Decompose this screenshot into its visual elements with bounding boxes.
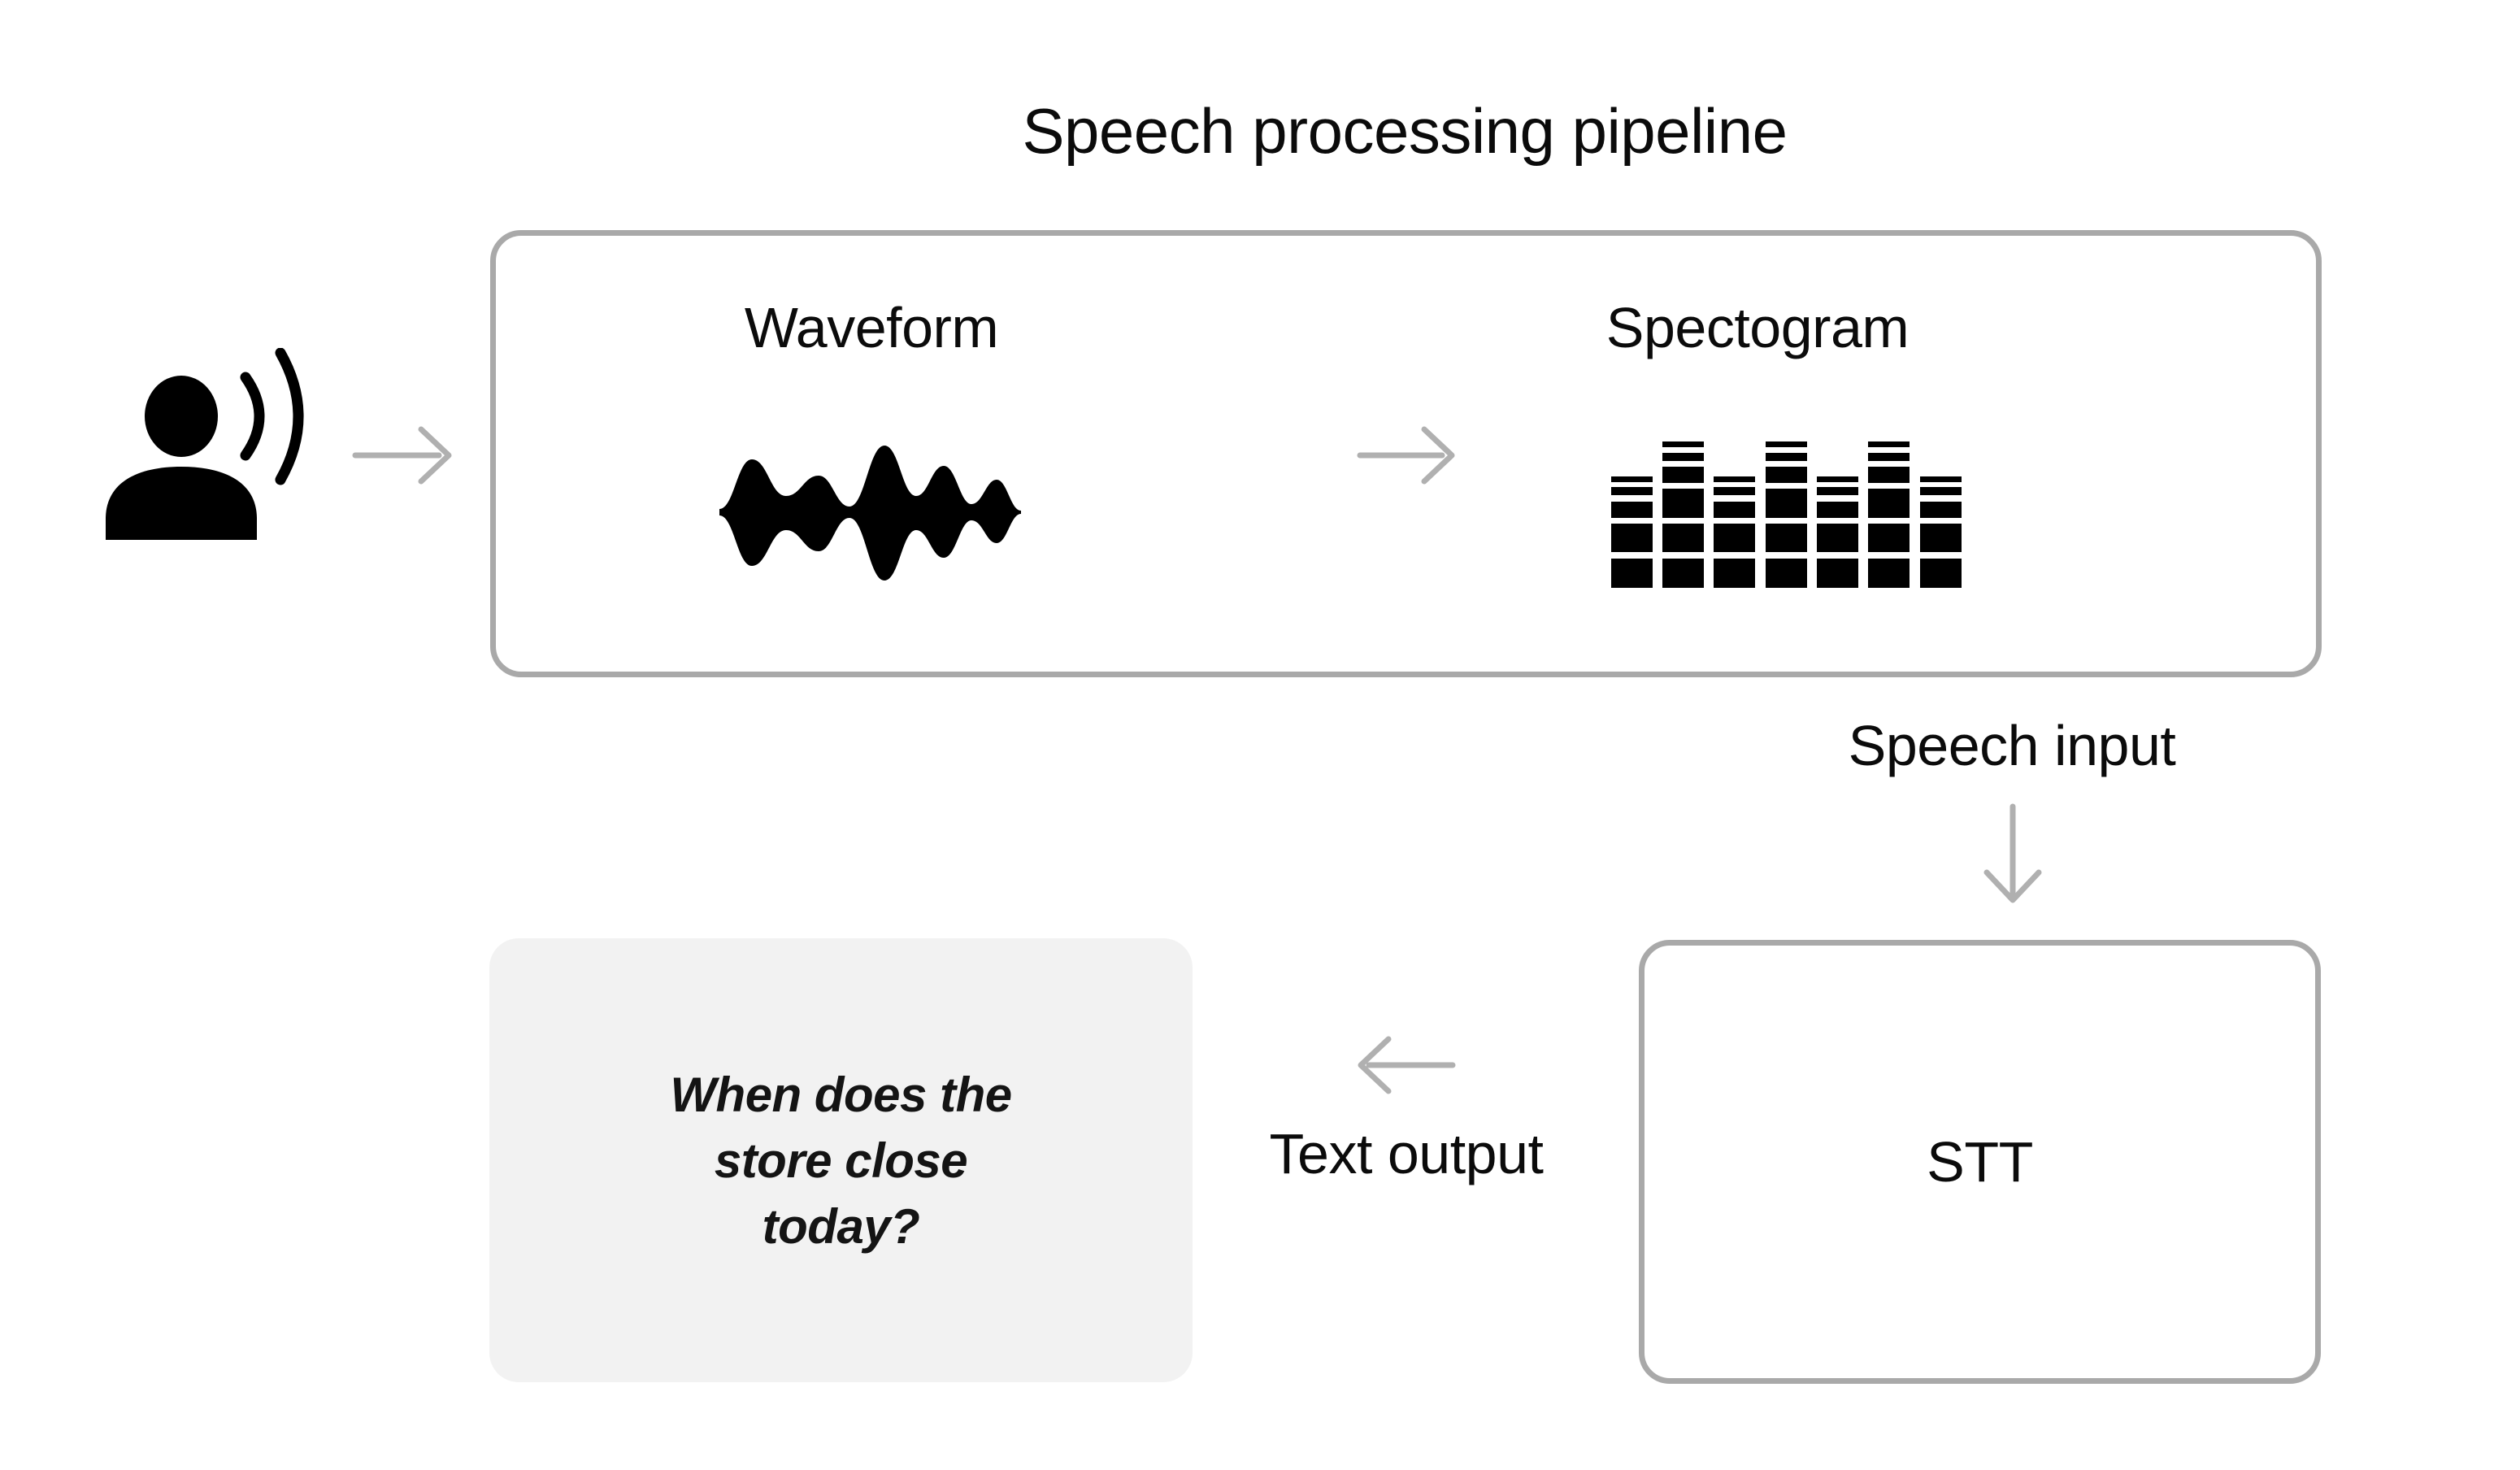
transcription-message-box: When does the store close today? — [489, 938, 1193, 1382]
arrow-right-icon — [1357, 426, 1455, 485]
waveform-icon — [719, 446, 1021, 581]
stt-label: STT — [1927, 1130, 2033, 1194]
speech-input-label: Speech input — [1848, 714, 2176, 777]
arrow-right-icon — [352, 426, 452, 485]
diagram-title: Speech processing pipeline — [1022, 95, 1788, 167]
person-speaking-icon — [106, 348, 304, 540]
stt-box: STT — [1639, 940, 2321, 1384]
waveform-label: Waveform — [744, 296, 999, 359]
arrow-left-icon — [1358, 1036, 1456, 1094]
transcription-text: When does the store close today? — [670, 1067, 1012, 1254]
text-output-label: Text output — [1269, 1122, 1544, 1185]
spectrogram-equalizer-icon — [1611, 441, 1962, 588]
arrow-down-icon — [1983, 803, 2042, 903]
spectogram-label: Spectogram — [1605, 296, 1910, 359]
